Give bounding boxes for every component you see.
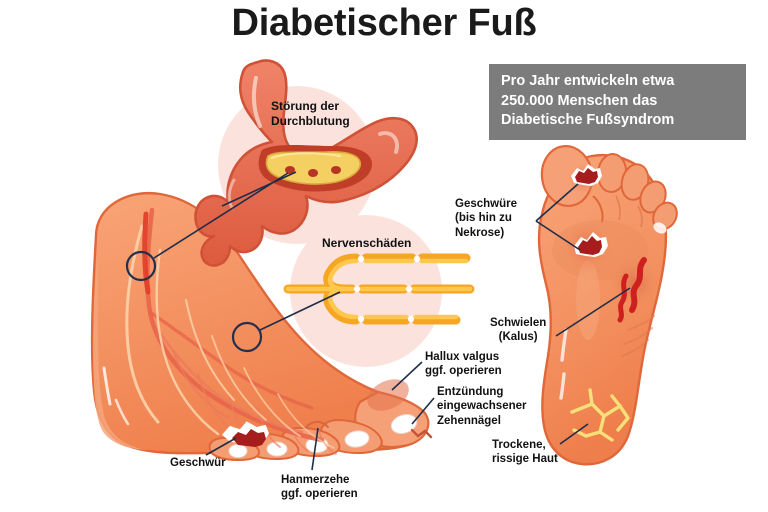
label-line: rissige Haut bbox=[492, 453, 558, 466]
nerve-fibers bbox=[283, 253, 475, 325]
label-line: Hanmerzehe bbox=[281, 474, 350, 486]
artery-cross-section bbox=[194, 59, 418, 267]
label-line: Nekrose) bbox=[455, 226, 505, 239]
label-line: Entzündung bbox=[437, 386, 504, 398]
label-line: Durchblutung bbox=[271, 113, 350, 128]
label-trockene-rissige-haut: Trockene, rissige Haut bbox=[492, 438, 558, 467]
label-line: ggf. operieren bbox=[281, 488, 358, 501]
foot-sole-view bbox=[537, 144, 678, 466]
label-line: (Kalus) bbox=[498, 331, 538, 344]
label-line: Schwielen bbox=[490, 317, 547, 329]
label-line: eingewachsener bbox=[437, 400, 527, 413]
label-line: Zehennägel bbox=[437, 414, 501, 427]
label-line: Störung der bbox=[271, 99, 339, 113]
label-line: Geschwür bbox=[170, 457, 226, 469]
label-line: Hallux valgus bbox=[425, 351, 500, 363]
info-box-line-2: 250.000 Menschen das bbox=[501, 92, 658, 109]
label-line: (bis hin zu bbox=[455, 212, 512, 225]
leader-lines bbox=[153, 171, 631, 471]
foot-vessel-network bbox=[125, 207, 337, 455]
statistic-info-box: Pro Jahr entwickeln etwa 250.000 Mensche… bbox=[489, 64, 746, 141]
label-schwielen-kalus: Schwielen (Kalus) bbox=[490, 316, 546, 345]
sole-skin-lines bbox=[621, 315, 655, 357]
label-hallux-valgus: Hallux valgus ggf. operieren bbox=[425, 350, 502, 379]
label-line: Geschwüre bbox=[455, 198, 517, 210]
arch-highlights bbox=[559, 328, 568, 400]
label-nervenschaeden: Nervenschäden bbox=[322, 236, 411, 251]
toes-group bbox=[208, 379, 433, 462]
dry-cracked-skin bbox=[570, 388, 630, 442]
info-box-line-3: Diabetische Fußsyndrom bbox=[501, 112, 675, 129]
label-line: Trockene, bbox=[492, 439, 546, 451]
page-title: Diabetischer Fuß bbox=[231, 2, 537, 44]
callus-marker bbox=[606, 255, 662, 323]
label-line: ggf. operieren bbox=[425, 365, 502, 378]
callout-markers bbox=[125, 250, 263, 353]
label-hammerzehe: Hanmerzehe ggf. operieren bbox=[281, 473, 358, 502]
label-stoerung-der-durchblutung: Störung der Durchblutung bbox=[271, 99, 350, 129]
foot-side-view bbox=[84, 191, 433, 462]
info-box-line-1: Pro Jahr entwickeln etwa bbox=[501, 73, 675, 89]
label-line: Nervenschäden bbox=[322, 236, 412, 250]
label-entzuendung-zehennaegel: Entzündung eingewachsener Zehennägel bbox=[437, 385, 526, 428]
ulcer-ball bbox=[561, 221, 613, 273]
label-geschwuer: Geschwür bbox=[170, 456, 226, 470]
label-geschwuere-nekrose: Geschwüre (bis hin zu Nekrose) bbox=[455, 197, 517, 240]
